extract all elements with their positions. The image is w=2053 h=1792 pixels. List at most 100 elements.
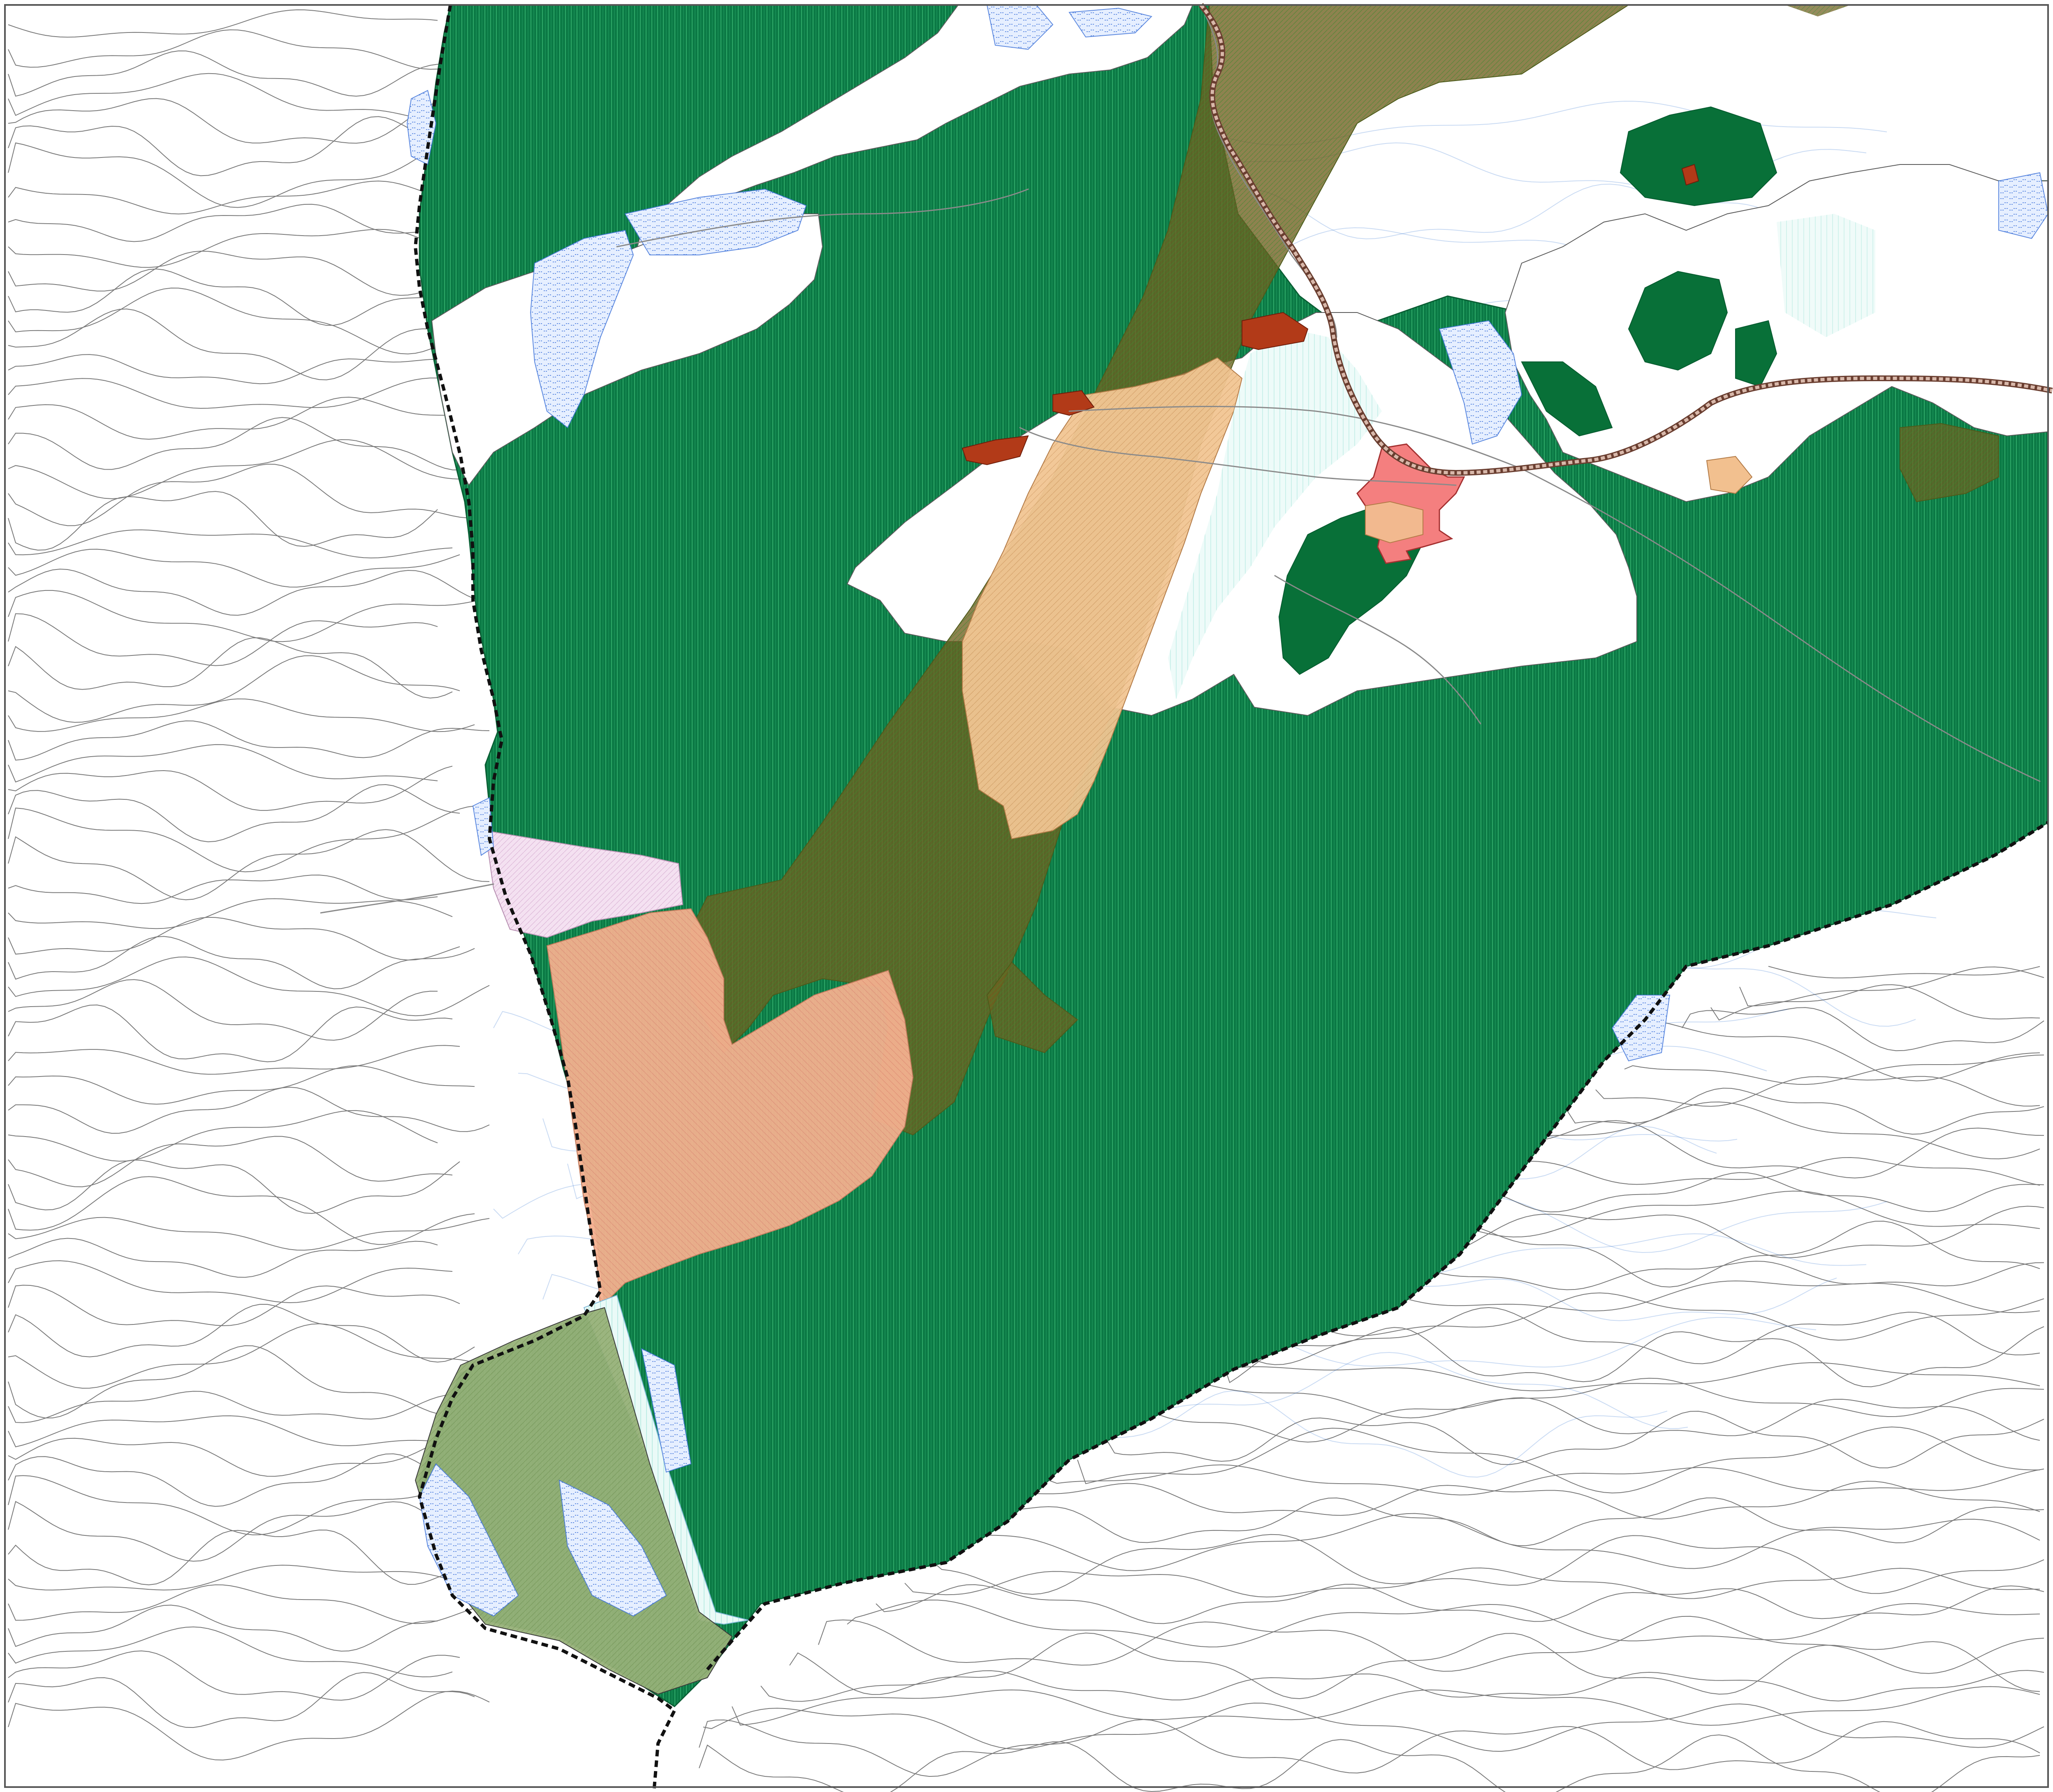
contour-line [8,139,453,208]
cyan-zone-village [1168,329,1382,699]
contour-line [8,637,453,699]
contour-line [8,1391,453,1423]
contour-line [8,354,490,384]
contour-line [8,1672,475,1728]
contour-line [699,1719,2040,1777]
contour-line [8,529,453,558]
contour-line [8,1136,453,1188]
contour-line [8,181,460,215]
contour-line [8,1217,490,1251]
contour-line [8,655,460,723]
clearing-east [1504,164,2048,502]
contour-line [991,1497,2044,1547]
contour-line [1423,1190,2040,1238]
contour-line [8,1260,453,1303]
contour-line [8,590,490,642]
contour-line [8,720,490,761]
contour-line [818,1616,2044,1674]
contour-line [8,1650,460,1701]
contour-line [732,1686,2040,1726]
contour-line [8,1285,460,1327]
peach-zone-north [962,357,1243,840]
contour-line [1480,1157,2040,1186]
forest-patch-northeast [1620,106,1777,206]
contour-line [8,1176,475,1245]
olive-patch-northeast [1785,5,1851,16]
contour-line [1768,966,2040,979]
contour-line [8,396,453,440]
contour-line [904,1567,2040,1599]
olive-patch-east [1900,423,1999,502]
contour-line [8,1529,460,1586]
contour-line [8,784,460,843]
contour-line [8,1160,460,1214]
contour-line [8,874,438,904]
contour-line [8,1303,475,1363]
contour-line [8,204,475,242]
contour-line [962,1513,2040,1571]
contour-line [847,1600,2040,1648]
olive-patch-small [986,961,1078,1053]
contour-line [1250,1307,2040,1365]
forest-patch-east-3 [1521,361,1613,437]
peach-patch-village [1365,501,1423,544]
contour-line [8,956,490,1016]
contour-line [8,1004,453,1063]
contour-line [8,613,438,666]
contour-line [8,1345,438,1419]
contour-line [8,1323,490,1389]
contour-line [8,698,475,732]
contour-line [8,1475,438,1535]
contour-line [8,229,490,268]
contour-line [699,1734,2040,1792]
contour-line [8,116,438,176]
cyan-zone-east [1777,214,1875,337]
map-frame-border [4,4,2049,1788]
contour-line [8,1045,460,1075]
contour-line [8,1065,475,1105]
contour-line [8,898,453,929]
contour-line [8,9,438,38]
contour-line [1739,966,2044,1007]
contour-line [8,1086,490,1134]
contour-line [8,1415,460,1447]
peach-patch-east [1706,456,1753,494]
contour-line [8,1501,453,1562]
contour-line [1451,1172,2044,1213]
contour-line [1135,1397,2040,1443]
contour-line [1624,1054,2044,1085]
contour-line [8,1238,438,1278]
forest-patch-east-1 [1628,271,1728,371]
salmon-zone-southwest [546,908,914,1309]
contour-line [1538,1101,2040,1160]
contour-line [8,377,438,409]
contour-line [8,1565,475,1591]
contour-line [789,1632,2040,1699]
contour-line [8,1604,438,1652]
contour-line [1221,1326,2044,1387]
contour-line [8,1453,490,1507]
contour-line [8,766,453,811]
contour-line [876,1584,2044,1624]
contour-line [760,1670,2044,1702]
contour-line [8,1626,453,1678]
contour-line [8,568,475,616]
contour-line [8,1110,438,1162]
contour-line [1307,1276,2040,1313]
contour-line [1048,1464,2044,1496]
contour-line [8,1584,490,1624]
contour-line [703,1702,2044,1752]
contour-line [1653,1021,2040,1081]
contour-line [1710,984,2040,1021]
contour-line [8,73,475,122]
contour-line [8,806,475,873]
contour-line [8,463,490,526]
contour-line [8,744,438,783]
clearing-west-strip [431,213,823,486]
contour-line [1336,1259,2044,1290]
contour-line [8,936,475,989]
contour-line [1394,1206,2044,1258]
contour-line [8,1432,475,1477]
contour-line [933,1534,2044,1595]
